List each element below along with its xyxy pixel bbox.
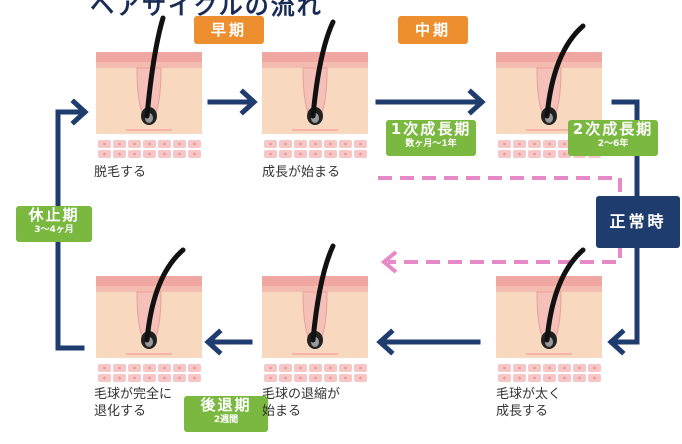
regress-duration: 2週間	[184, 415, 268, 426]
regress-name: 後退期	[184, 396, 268, 415]
growth2-name: 2次成長期	[568, 120, 658, 139]
growth1-badge: 1次成長期 数ヶ月〜1年	[386, 120, 476, 156]
caption-s1: 脱毛する	[94, 164, 146, 181]
rest-name: 休止期	[16, 206, 92, 225]
skin-section-2	[262, 22, 368, 158]
growth2-badge: 2次成長期 2〜6年	[568, 120, 658, 156]
skin-section-5	[262, 246, 368, 382]
pink-dashed-path	[378, 178, 620, 272]
growth1-duration: 数ヶ月〜1年	[386, 139, 476, 150]
rest-duration: 3〜4ヶ月	[16, 225, 92, 236]
growth2-duration: 2〜6年	[568, 139, 658, 150]
caption-s6: 毛球が完全に 退化する	[94, 386, 172, 420]
skin-section-6	[96, 250, 202, 382]
growth1-name: 1次成長期	[386, 120, 476, 139]
caption-s4: 毛球が太く 成長する	[496, 386, 561, 420]
phase-early-label: 早期	[194, 16, 264, 44]
regress-badge: 後退期 2週間	[184, 396, 268, 432]
skin-section-4	[496, 250, 602, 382]
caption-s2: 成長が始まる	[262, 164, 340, 181]
rest-badge: 休止期 3〜4ヶ月	[16, 206, 92, 242]
skin-section-1	[96, 18, 202, 158]
caption-s5: 毛球の退縮が 始まる	[262, 386, 340, 420]
phase-mid-label: 中期	[398, 16, 468, 44]
normal-state-label: 正常時	[596, 196, 680, 248]
